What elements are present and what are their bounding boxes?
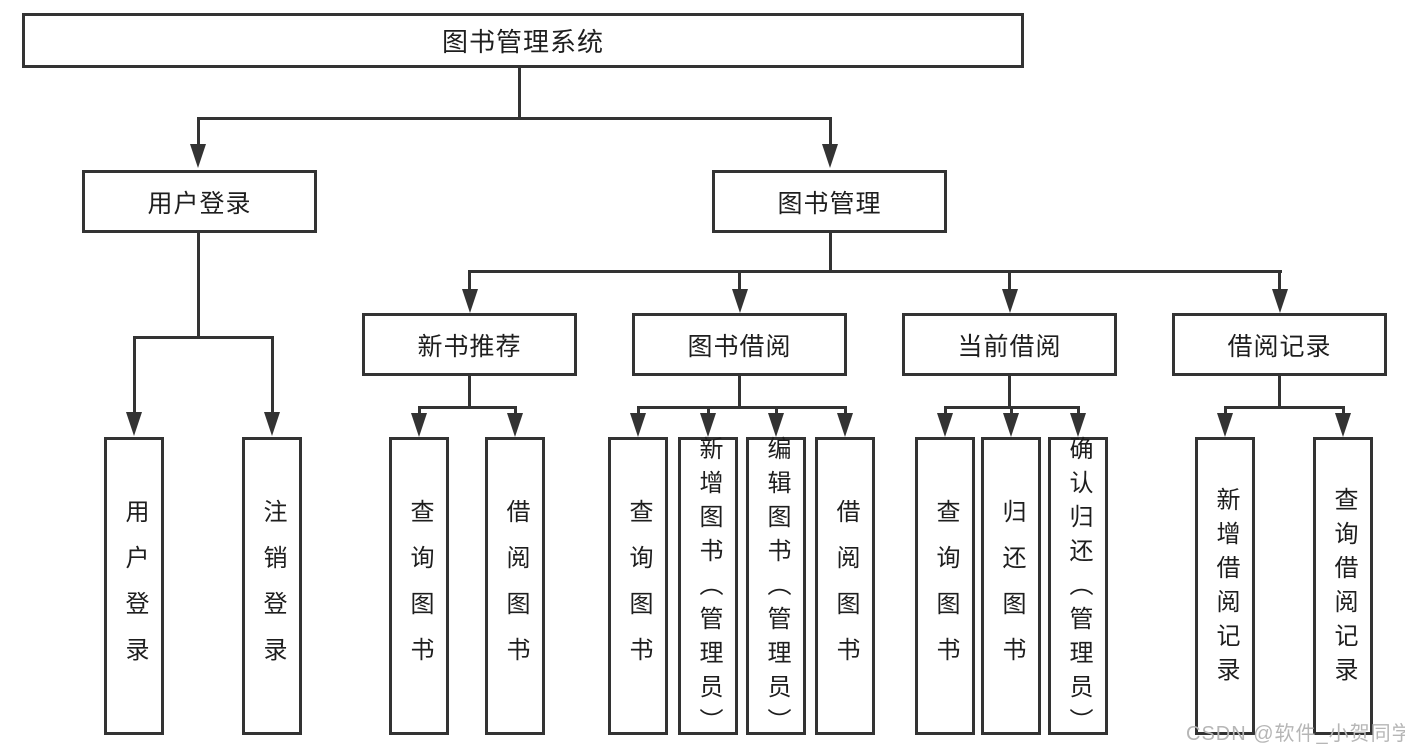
node-current-borrowing: 当前借阅 (902, 313, 1117, 376)
connector-line (1077, 406, 1080, 416)
connector-line (468, 376, 471, 408)
arrow-down-icon (411, 413, 427, 437)
leaf-label: 确认归还（管理员） (1065, 436, 1092, 742)
leaf-logout: 注销登录 (242, 437, 302, 735)
node-current-borrowing-label: 当前借阅 (957, 332, 1062, 361)
connector-line (1278, 376, 1281, 408)
leaf-add-borrow-record: 新增借阅记录 (1195, 437, 1255, 735)
node-book-borrowing-label: 图书借阅 (687, 332, 792, 361)
arrow-down-icon (732, 289, 748, 313)
connector-line (514, 406, 517, 416)
connector-line (418, 406, 421, 416)
connector-line (133, 336, 136, 413)
connector-line (829, 117, 832, 147)
connector-line (1224, 406, 1227, 416)
node-root-label: 图书管理系统 (441, 27, 604, 57)
arrow-down-icon (126, 412, 142, 436)
node-book-borrowing: 图书借阅 (632, 313, 847, 376)
node-user-login: 用户登录 (82, 170, 317, 233)
arrow-down-icon (1335, 413, 1351, 437)
node-borrowing-records: 借阅记录 (1172, 313, 1387, 376)
node-borrowing-records-label: 借阅记录 (1227, 332, 1332, 361)
leaf-label: 借阅图书 (502, 499, 529, 683)
leaf-label: 查询借阅记录 (1330, 487, 1357, 691)
node-new-book-recommend-label: 新书推荐 (417, 332, 522, 361)
arrow-down-icon (190, 144, 206, 168)
connector-line (468, 270, 471, 292)
arrow-down-icon (1070, 413, 1086, 437)
connector-line (1008, 270, 1011, 292)
connector-line (133, 336, 273, 339)
connector-line (197, 117, 832, 120)
connector-line (738, 270, 741, 292)
arrow-down-icon (630, 413, 646, 437)
connector-line (1342, 406, 1345, 416)
leaf-query-books-borrowing: 查询图书 (608, 437, 668, 735)
leaf-query-borrow-record: 查询借阅记录 (1313, 437, 1373, 735)
arrow-down-icon (768, 413, 784, 437)
leaf-add-books-admin: 新增图书（管理员） (678, 436, 738, 742)
arrow-down-icon (1002, 289, 1018, 313)
connector-line (637, 406, 640, 416)
connector-line (738, 376, 741, 408)
arrow-down-icon (837, 413, 853, 437)
connector-line (707, 406, 710, 416)
leaf-label: 用户登录 (121, 499, 148, 683)
leaf-label: 新增图书（管理员） (695, 436, 722, 742)
leaf-edit-books-admin: 编辑图书（管理员） (746, 436, 806, 742)
connector-line (844, 406, 847, 416)
leaf-user-login: 用户登录 (104, 437, 164, 735)
leaf-label: 注销登录 (259, 499, 286, 683)
leaf-confirm-return-admin: 确认归还（管理员） (1048, 436, 1108, 742)
connector-line (197, 117, 200, 147)
connector-line (1008, 376, 1011, 408)
node-new-book-recommend: 新书推荐 (362, 313, 577, 376)
leaf-return-books: 归还图书 (981, 437, 1041, 735)
connector-line (419, 406, 517, 409)
leaf-label: 新增借阅记录 (1212, 487, 1239, 691)
connector-line (638, 406, 847, 409)
node-book-management-label: 图书管理 (777, 189, 882, 218)
arrow-down-icon (700, 413, 716, 437)
connector-line (944, 406, 947, 416)
connector-line (829, 233, 832, 273)
leaf-label: 借阅图书 (832, 499, 859, 683)
arrow-down-icon (264, 412, 280, 436)
connector-line (271, 336, 274, 413)
arrow-down-icon (1217, 413, 1233, 437)
connector-line (1278, 270, 1281, 292)
leaf-label: 查询图书 (406, 499, 433, 683)
watermark: CSDN @软件_小贺同学 (1186, 723, 1405, 745)
leaf-borrow-books: 借阅图书 (815, 437, 875, 735)
leaf-query-books-recommend: 查询图书 (389, 437, 449, 735)
arrow-down-icon (937, 413, 953, 437)
leaf-label: 查询图书 (625, 499, 652, 683)
leaf-label: 编辑图书（管理员） (763, 436, 790, 742)
node-user-login-label: 用户登录 (147, 189, 252, 218)
connector-line (1225, 406, 1344, 409)
leaf-label: 归还图书 (998, 499, 1025, 683)
leaf-query-books-current: 查询图书 (915, 437, 975, 735)
arrow-down-icon (822, 144, 838, 168)
connector-line (1010, 406, 1013, 416)
arrow-down-icon (1003, 413, 1019, 437)
leaf-borrow-books-recommend: 借阅图书 (485, 437, 545, 735)
arrow-down-icon (507, 413, 523, 437)
connector-line (197, 233, 200, 336)
node-book-management: 图书管理 (712, 170, 947, 233)
arrow-down-icon (462, 289, 478, 313)
connector-line (775, 406, 778, 416)
connector-line (468, 270, 1282, 273)
connector-line (518, 68, 521, 118)
leaf-label: 查询图书 (932, 499, 959, 683)
arrow-down-icon (1272, 289, 1288, 313)
node-root: 图书管理系统 (22, 13, 1024, 68)
